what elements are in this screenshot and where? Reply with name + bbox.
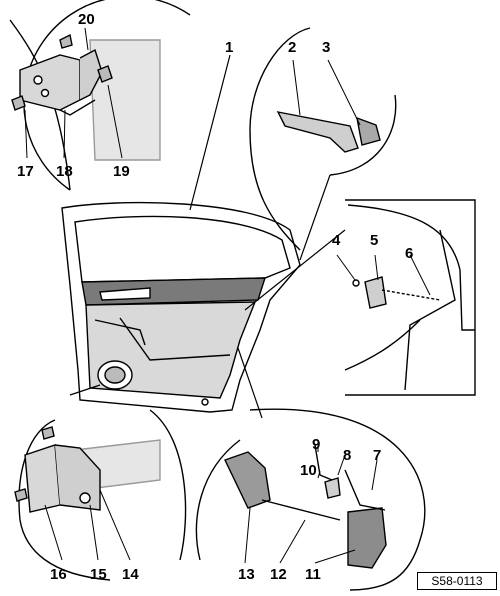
callout-16: 16 (50, 566, 67, 583)
callout-13: 13 (238, 566, 255, 583)
callout-10: 10 (300, 462, 317, 479)
rear-door (61, 201, 301, 413)
callout-4: 4 (332, 232, 341, 249)
figure-reference-label: S58-0113 (417, 572, 497, 590)
callout-5: 5 (370, 232, 379, 249)
callout-6: 6 (405, 245, 414, 262)
striker-detail (344, 199, 476, 396)
lower-hinge-detail (14, 409, 187, 581)
callout-20: 20 (78, 11, 95, 28)
callout-8: 8 (343, 447, 352, 464)
callout-17: 17 (17, 163, 34, 180)
door-leader-lines (69, 54, 346, 419)
upper-hinge-detail (9, 0, 191, 191)
callout-12: 12 (270, 566, 287, 583)
callout-7: 7 (373, 447, 382, 464)
outer-handle-detail (249, 27, 397, 251)
callout-15: 15 (90, 566, 107, 583)
callout-leader-lines (24, 27, 431, 564)
callout-9: 9 (312, 436, 321, 453)
callout-3: 3 (322, 39, 331, 56)
callout-18: 18 (56, 163, 73, 180)
callout-11: 11 (305, 566, 321, 583)
callout-19: 19 (113, 163, 130, 180)
callout-14: 14 (122, 566, 139, 583)
callout-2: 2 (288, 39, 297, 56)
lock-detail (195, 408, 426, 591)
callout-1: 1 (225, 39, 234, 56)
